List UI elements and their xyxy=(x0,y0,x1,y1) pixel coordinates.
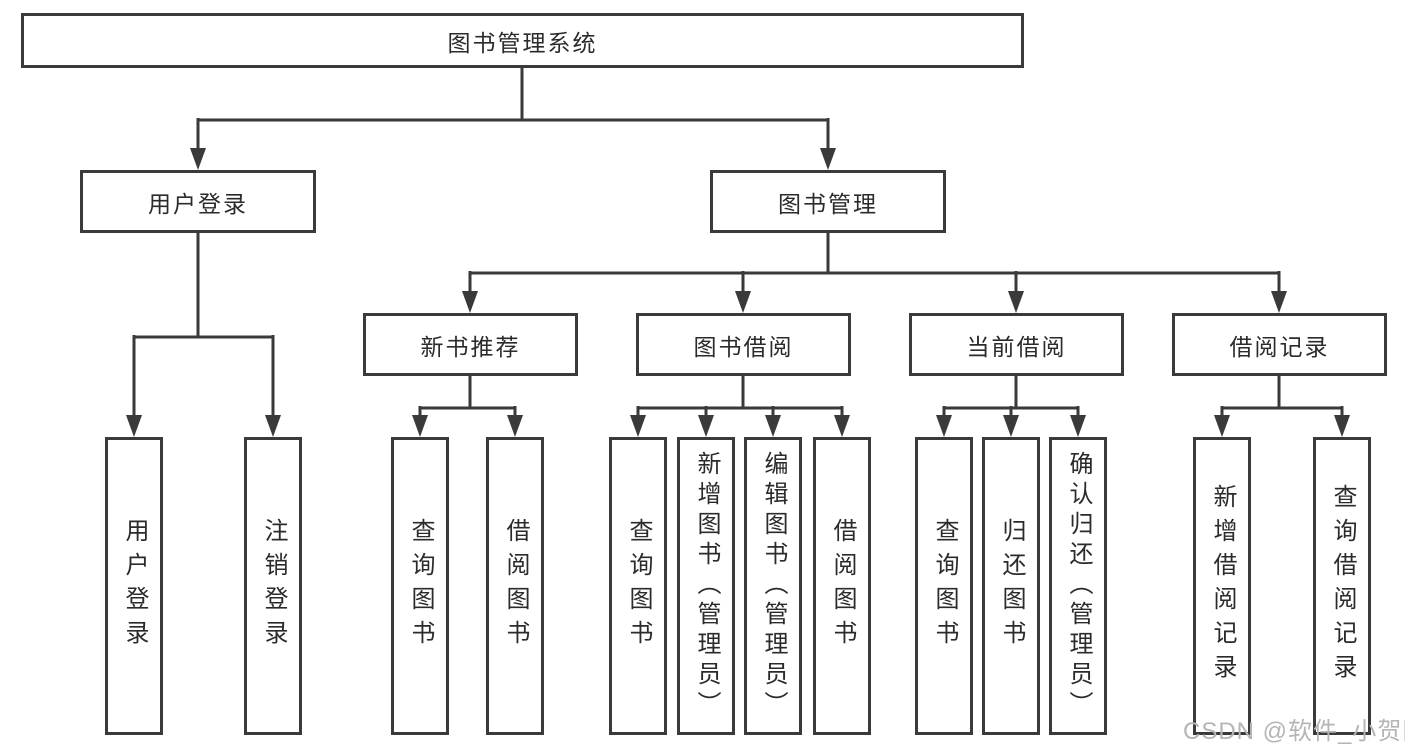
node-logout-leaf-label: 注销登录 xyxy=(260,518,287,654)
node-query-book-current-label: 查询图书 xyxy=(931,518,958,654)
node-book-management-label: 图书管理 xyxy=(778,190,878,217)
node-add-book-admin: 新增图书（管理员） xyxy=(677,437,735,735)
node-edit-book-admin-label: 编辑图书（管理员） xyxy=(760,451,787,721)
node-borrow-book-recommend-label: 借阅图书 xyxy=(502,518,529,654)
node-borrowing-records-label: 借阅记录 xyxy=(1229,333,1330,360)
csdn-watermark: CSDN @软件_小贺同学 xyxy=(1183,718,1405,745)
node-add-borrow-record-label: 新增借阅记录 xyxy=(1209,484,1236,688)
node-new-book-recommend-label: 新书推荐 xyxy=(420,333,521,360)
node-new-book-recommend: 新书推荐 xyxy=(363,313,578,376)
node-borrowing-records: 借阅记录 xyxy=(1172,313,1387,376)
node-confirm-return-admin: 确认归还（管理员） xyxy=(1049,437,1107,735)
node-query-book-recommend-label: 查询图书 xyxy=(407,518,434,654)
node-return-book: 归还图书 xyxy=(982,437,1040,735)
node-user-login-label: 用户登录 xyxy=(148,190,248,217)
node-user-login: 用户登录 xyxy=(80,170,316,233)
node-borrow-book-recommend: 借阅图书 xyxy=(486,437,544,735)
node-query-book-borrow-label: 查询图书 xyxy=(625,518,652,654)
node-query-borrow-record-label: 查询借阅记录 xyxy=(1329,484,1356,688)
node-user-login-leaf-label: 用户登录 xyxy=(121,518,148,654)
node-add-borrow-record: 新增借阅记录 xyxy=(1193,437,1251,735)
node-borrow-book-leaf: 借阅图书 xyxy=(813,437,871,735)
node-root: 图书管理系统 xyxy=(21,13,1024,68)
node-root-label: 图书管理系统 xyxy=(447,29,598,56)
node-return-book-label: 归还图书 xyxy=(998,518,1025,654)
node-edit-book-admin: 编辑图书（管理员） xyxy=(744,437,802,735)
node-add-book-admin-label: 新增图书（管理员） xyxy=(693,451,720,721)
node-borrow-book-leaf-label: 借阅图书 xyxy=(829,518,856,654)
node-user-login-leaf: 用户登录 xyxy=(105,437,163,735)
node-logout-leaf: 注销登录 xyxy=(244,437,302,735)
node-query-book-recommend: 查询图书 xyxy=(391,437,449,735)
node-query-book-borrow: 查询图书 xyxy=(609,437,667,735)
node-query-borrow-record: 查询借阅记录 xyxy=(1313,437,1371,735)
node-book-management: 图书管理 xyxy=(710,170,946,233)
node-current-borrowing-label: 当前借阅 xyxy=(966,333,1067,360)
node-query-book-current: 查询图书 xyxy=(915,437,973,735)
node-book-borrowing: 图书借阅 xyxy=(636,313,851,376)
node-current-borrowing: 当前借阅 xyxy=(909,313,1124,376)
node-confirm-return-admin-label: 确认归还（管理员） xyxy=(1065,451,1092,721)
node-book-borrowing-label: 图书借阅 xyxy=(693,333,794,360)
